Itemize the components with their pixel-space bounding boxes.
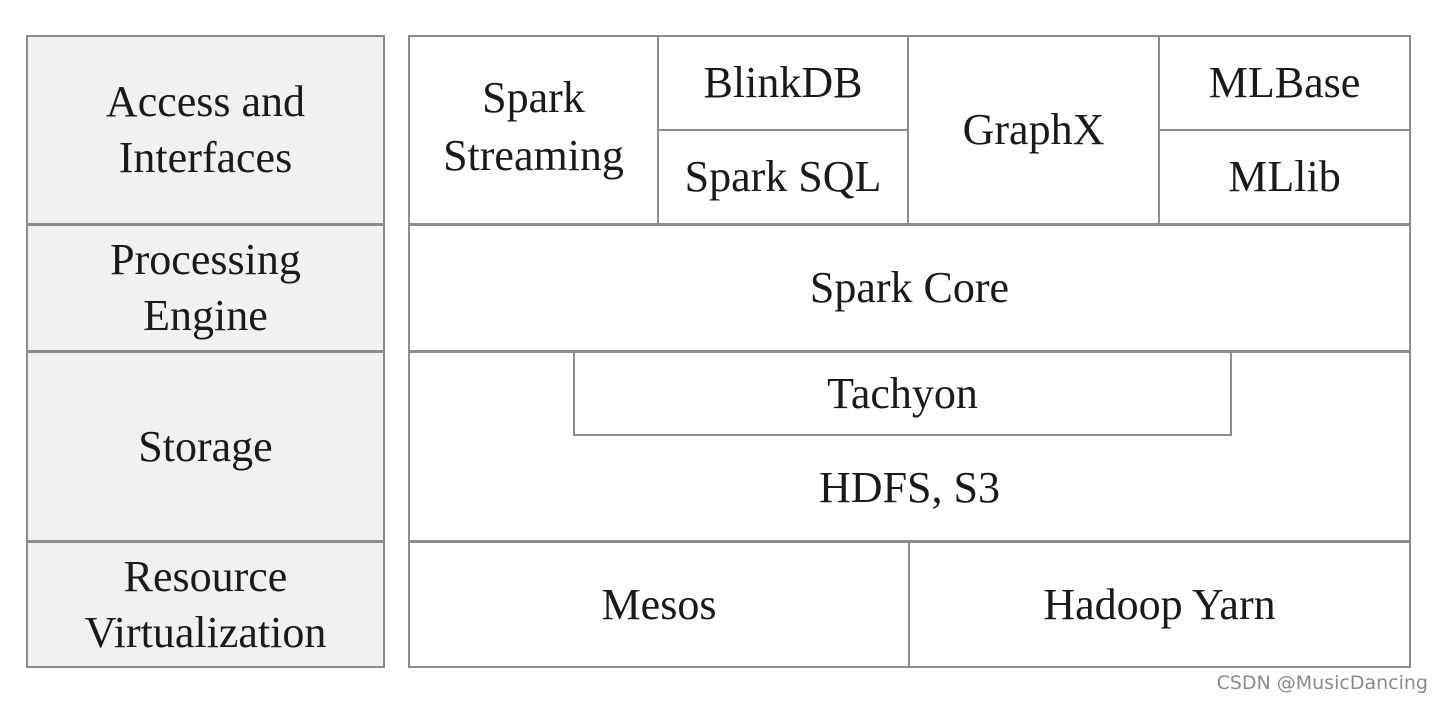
spark-streaming-block: Spark Streaming	[408, 35, 659, 225]
spark-sql-block: Spark SQL	[657, 129, 909, 225]
mlbase-block: MLBase	[1158, 35, 1411, 131]
blinkdb-block: BlinkDB	[657, 35, 909, 131]
layer-storage: Storage	[26, 351, 385, 542]
hadoop-yarn-block: Hadoop Yarn	[908, 541, 1411, 668]
hdfs-s3-label: HDFS, S3	[819, 463, 1000, 512]
layer-access-and-interfaces: Access and Interfaces	[26, 35, 385, 225]
layer-processing-engine: Processing Engine	[26, 224, 385, 352]
layer-resource-virtualization: Resource Virtualization	[26, 541, 385, 668]
spark-core-block: Spark Core	[408, 224, 1411, 352]
mllib-block: MLlib	[1158, 129, 1411, 225]
graphx-block: GraphX	[907, 35, 1160, 225]
mesos-block: Mesos	[408, 541, 910, 668]
watermark: CSDN @MusicDancing	[1216, 672, 1428, 694]
tachyon-block: Tachyon	[573, 351, 1232, 436]
